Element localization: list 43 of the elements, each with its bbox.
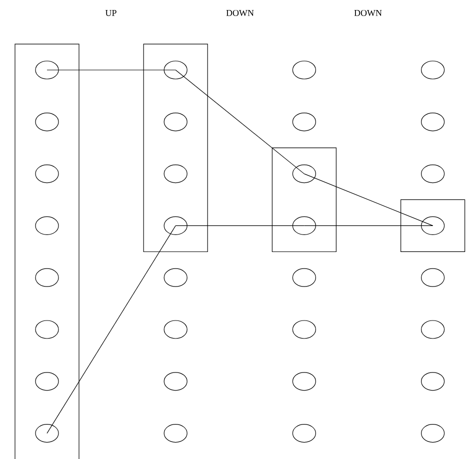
ellipse (35, 424, 59, 443)
column-label: DOWN (354, 10, 382, 16)
connector-line (304, 174, 434, 226)
connector-line (46, 225, 176, 434)
ellipse (292, 216, 316, 235)
column-label: UP (105, 10, 116, 16)
ellipse (292, 320, 316, 339)
ellipse (292, 164, 316, 184)
ellipse (421, 424, 445, 443)
ellipse (164, 320, 188, 339)
ellipse (164, 424, 188, 443)
ellipse (35, 164, 59, 184)
ellipse (421, 112, 445, 132)
ellipse (35, 216, 59, 235)
ellipse (421, 60, 445, 80)
group-rectangle (143, 44, 208, 252)
ellipse (164, 372, 188, 391)
ellipse (164, 164, 188, 184)
ellipse (292, 268, 316, 287)
ellipse (421, 320, 445, 339)
ellipse (421, 372, 445, 391)
ellipse (292, 112, 316, 132)
ellipse (421, 268, 445, 287)
ellipse (35, 112, 59, 132)
ellipse (164, 60, 188, 80)
connector-line (304, 225, 434, 226)
ellipse (292, 424, 316, 443)
column-label: DOWN (226, 10, 254, 16)
ellipse (292, 372, 316, 391)
ellipse (164, 112, 188, 132)
ellipse (35, 372, 59, 391)
group-rectangle (272, 148, 336, 252)
group-rectangle (400, 199, 466, 252)
connector-line (175, 225, 304, 226)
connector-line (175, 70, 304, 174)
ellipse (421, 216, 445, 235)
ellipse (421, 164, 445, 184)
ellipse (292, 60, 316, 80)
ellipse (164, 216, 188, 235)
ellipse (164, 268, 188, 287)
ellipse (35, 320, 59, 339)
ellipse (35, 268, 59, 287)
ellipse (35, 60, 59, 80)
